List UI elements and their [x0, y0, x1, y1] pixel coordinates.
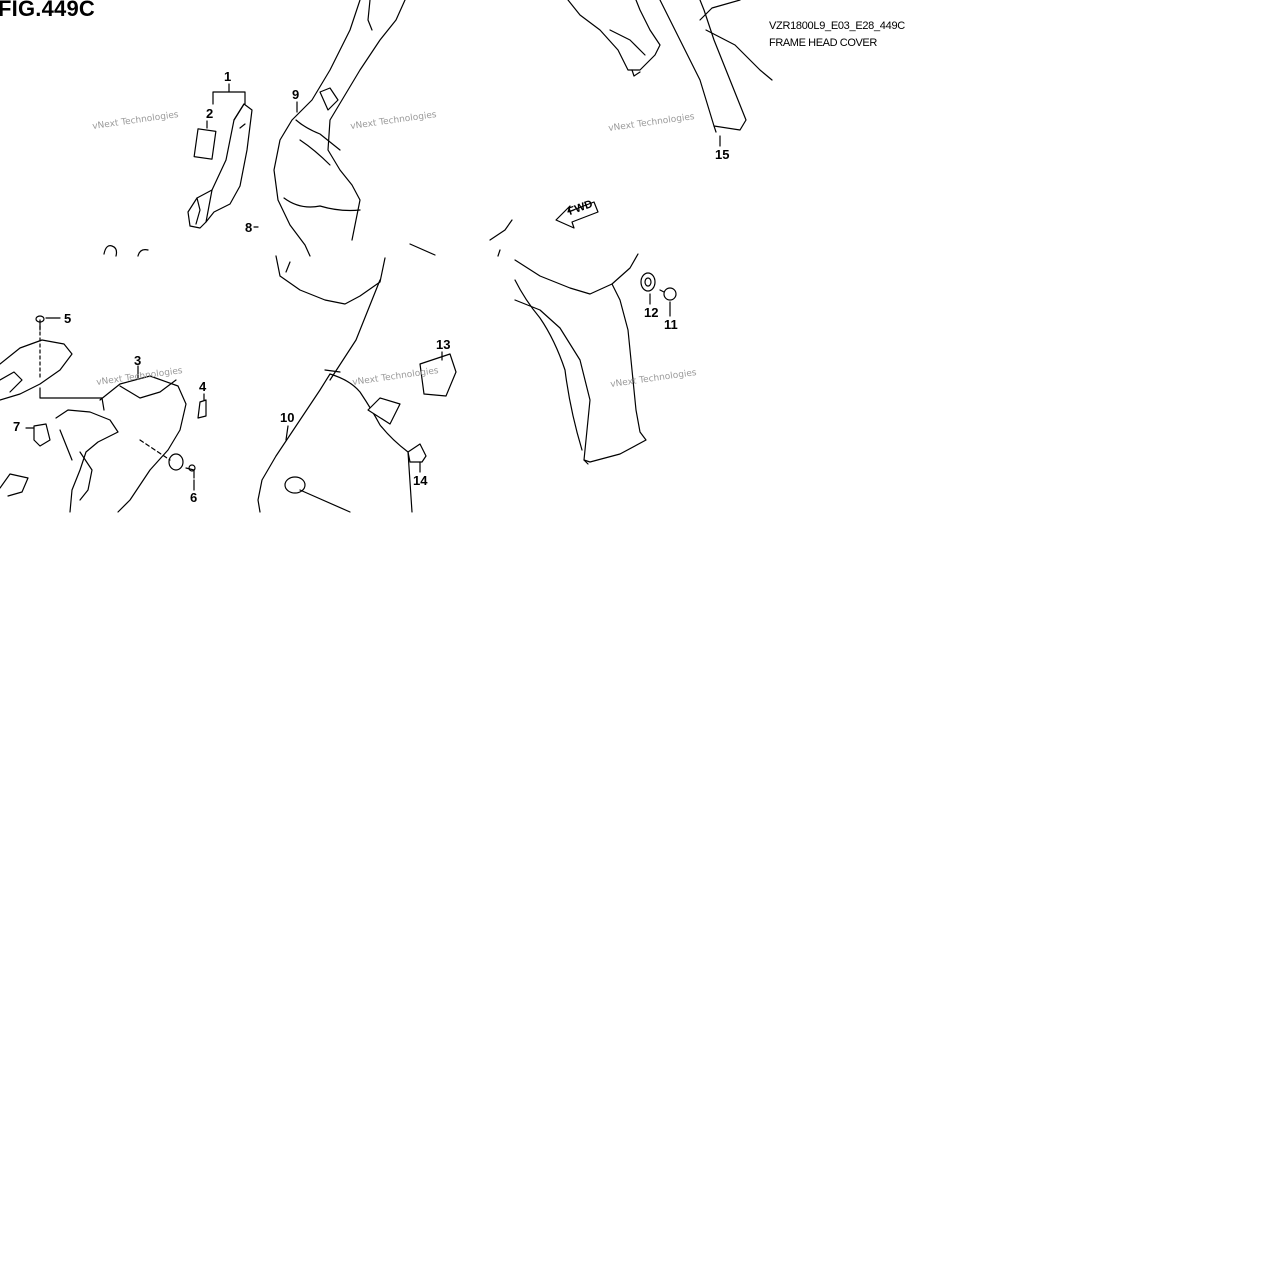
part-rail-15 [659, 0, 773, 133]
part-bracket-left [0, 319, 105, 411]
part-pad-14 [407, 443, 427, 463]
callout-13: 13 [436, 337, 451, 352]
part-inner-panel-9 [273, 0, 406, 257]
part-fragment-left [0, 473, 29, 497]
callout-9: 9 [292, 87, 300, 102]
part-pad-13 [419, 353, 457, 397]
leader-10 [285, 425, 289, 441]
callout-12: 12 [644, 305, 659, 320]
part-clip-4 [197, 399, 207, 419]
part-bolt-11 [659, 287, 677, 301]
leader-1 [212, 83, 246, 105]
part-lower-panel-10 [257, 369, 413, 513]
part-bracket-1 [187, 103, 253, 229]
callout-3: 3 [134, 353, 142, 368]
callout-1: 1 [224, 69, 232, 84]
callout-6: 6 [190, 490, 198, 505]
figure-code: VZR1800L9_E03_E28_449C [769, 20, 905, 32]
figure-caption: FRAME HEAD COVER [769, 37, 877, 49]
callout-10: 10 [280, 410, 295, 425]
part-label-plate-2 [193, 128, 217, 160]
part-right-panel [489, 219, 647, 465]
callout-8: 8 [245, 220, 253, 235]
callout-2: 2 [206, 106, 214, 121]
callout-4: 4 [199, 379, 207, 394]
callout-11: 11 [664, 317, 678, 332]
part-screw-5 [35, 315, 45, 331]
part-mid-panel [275, 243, 436, 381]
callout-5: 5 [64, 311, 72, 326]
figure-title: FIG.449C [0, 0, 95, 21]
part-top-center [567, 0, 661, 77]
fwd-arrow-icon [555, 201, 599, 229]
callout-14: 14 [413, 473, 428, 488]
part-cowl-3 [55, 375, 187, 513]
part-grommet-12 [640, 272, 656, 292]
part-grommet-6 [168, 453, 196, 479]
part-pad-7 [33, 423, 51, 447]
callout-7: 7 [13, 419, 21, 434]
callout-15: 15 [715, 147, 730, 162]
part-clips [103, 245, 149, 257]
